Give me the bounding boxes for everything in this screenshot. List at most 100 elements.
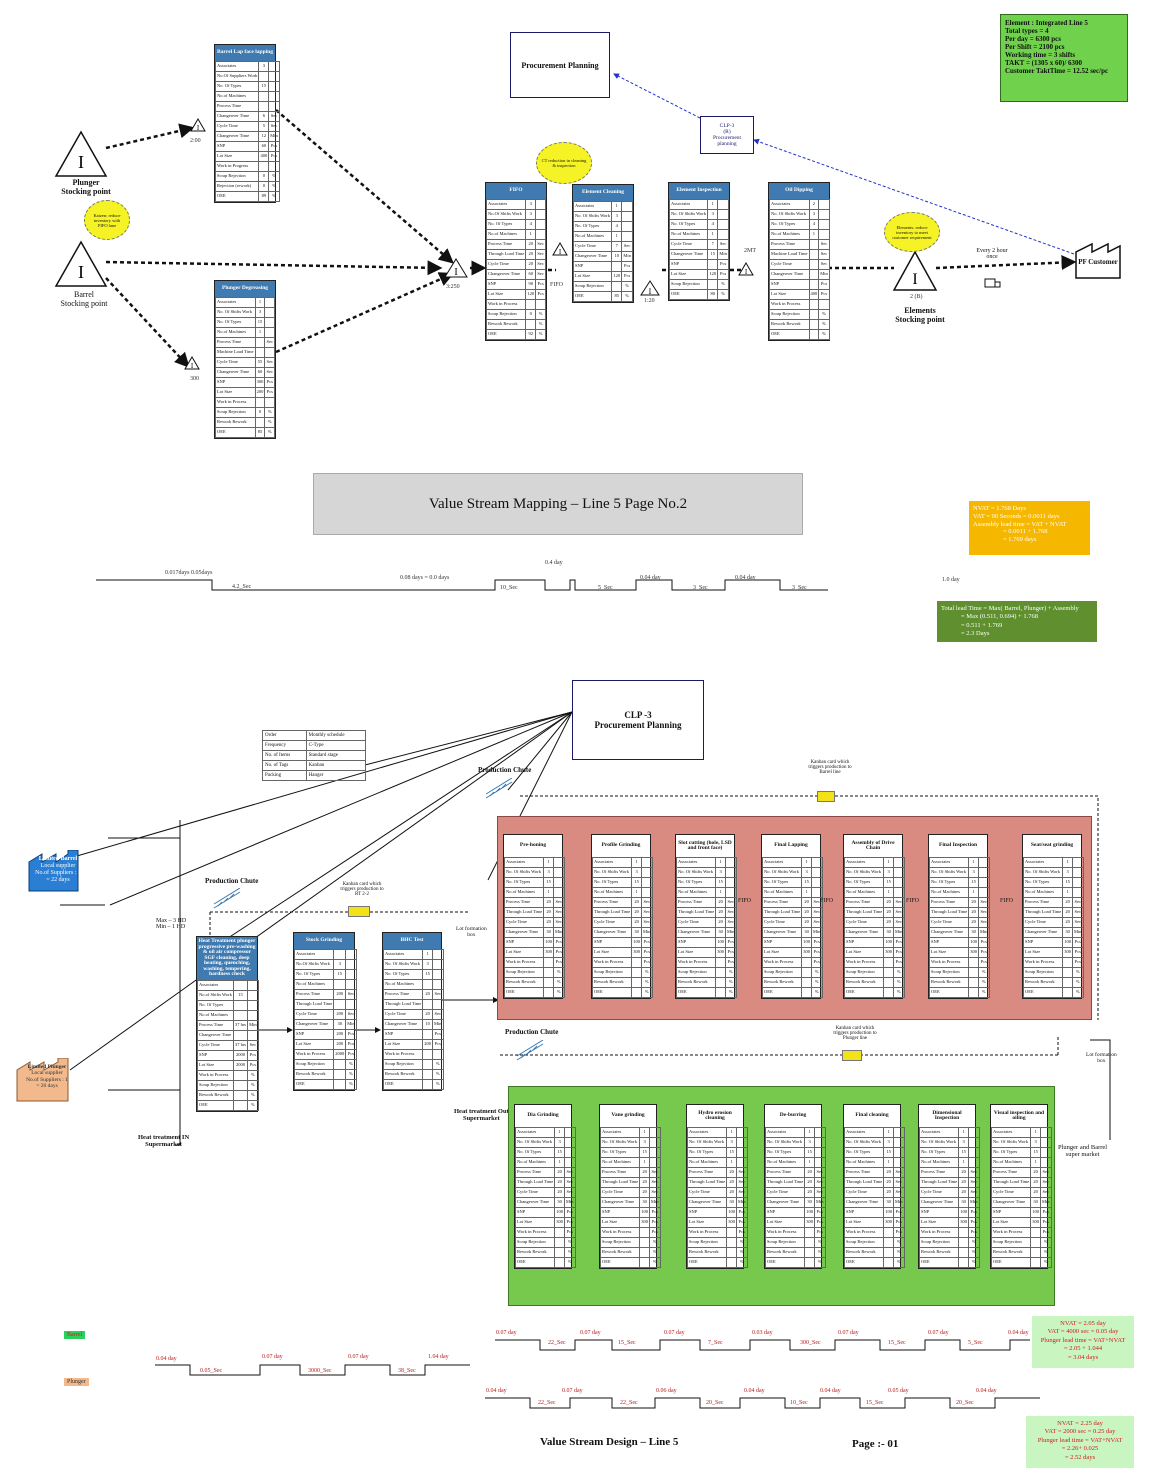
row-value: 300 [804,1217,816,1228]
row-value [543,977,555,988]
row-unit: Pcs [968,1217,980,1228]
process-box[interactable]: Slot cutting (hole, LSD and front face)A… [675,834,737,999]
row-value: 30 [883,1197,895,1208]
row-label: Cycle Time [668,239,709,250]
process-row: Scrap Rejection% [668,279,729,290]
process-row: Work in Process% [197,1069,259,1081]
process-row: Rework Rework% [675,977,737,988]
row-unit: Pcs [641,957,653,968]
row-value: 3 [525,199,537,210]
process-row: OEE% [382,1079,444,1090]
row-value: 80 [707,289,719,300]
timeline-label: 20_Sec [706,1400,724,1406]
row-value: 3 [525,209,537,220]
row-unit [893,887,905,898]
info-line: Customer TaktTime = 12.52 sec/pc [1005,67,1109,76]
row-label: SNP [761,937,803,948]
row-label: No. Of Shifts Work [668,209,709,220]
row-value: 5 [258,121,270,132]
process-row: OEE% [503,987,565,998]
elements-stocking-label: Elements Stocking point [880,306,960,324]
row-value: 20 [883,1167,895,1178]
row-unit: % [978,967,990,978]
row-value: 30 [631,927,643,938]
label-line: Barrel [74,290,94,299]
elements-inventory-triangle-icon: I [892,250,938,291]
kanban-card-icon[interactable] [817,791,835,802]
row-value: 60 [254,367,266,378]
row-value: 300 [968,947,980,958]
row-label: No.Of Suppliers Work [214,71,260,82]
row-value: 300 [715,947,727,958]
row-unit [432,949,444,960]
row-unit: % [264,427,275,438]
row-label: OEE [215,427,256,438]
clp-planning-box[interactable]: CLP-3 (R) Procurement planning [700,116,754,154]
row-label: No.of Machines [928,887,970,898]
row-value: 1 [968,887,980,898]
kanban-grinding-label: Kanban card which triggers production to… [330,882,394,897]
row-label: No.of Machines [382,979,424,990]
row-value: 3 [801,867,813,878]
row-label: Work in Process [197,1069,234,1081]
procurement-planning-box[interactable]: Procurement Planning [510,32,610,98]
row-unit: Pcs [247,1049,259,1061]
row-label: SNP [764,1207,806,1218]
timeline-label: 22_Sec [620,1400,638,1406]
row-value [808,269,820,280]
process-title: Visual inspection and oiling [991,1105,1047,1127]
row-label: No. Of Types [686,1147,728,1158]
process-row: Process Time [214,101,280,112]
row-label: Work in Process [293,1049,335,1060]
info-value: Monthly schedule [305,730,367,741]
row-value [726,1247,738,1258]
row-label: No. Of Shifts Work [215,307,256,318]
row-value [715,987,727,998]
row-label: Associates [591,857,633,868]
fifo-label: FIFO [1000,898,1014,904]
kanban-card-icon[interactable] [842,1050,862,1061]
process-box[interactable]: Heat Treatment plunger progressive pre-w… [196,936,259,1112]
clp3-procurement-box[interactable]: CLP -3 Procurement Planning [572,680,704,760]
row-value: 300 [543,947,555,958]
process-row: OEE% [990,1257,1052,1268]
kanban-card-icon[interactable] [348,906,370,917]
row-unit: Min [1072,927,1084,938]
row-value: 2000 [333,1049,347,1060]
production-chute-icon [213,888,241,909]
row-value: 3 [543,867,555,878]
row-label: Process Time [503,897,545,908]
row-unit: Pcs [814,1227,826,1238]
process-row: OEE% [761,987,823,998]
note-line: = 1.769 days [1003,536,1037,544]
row-label: OEE [843,1257,885,1268]
